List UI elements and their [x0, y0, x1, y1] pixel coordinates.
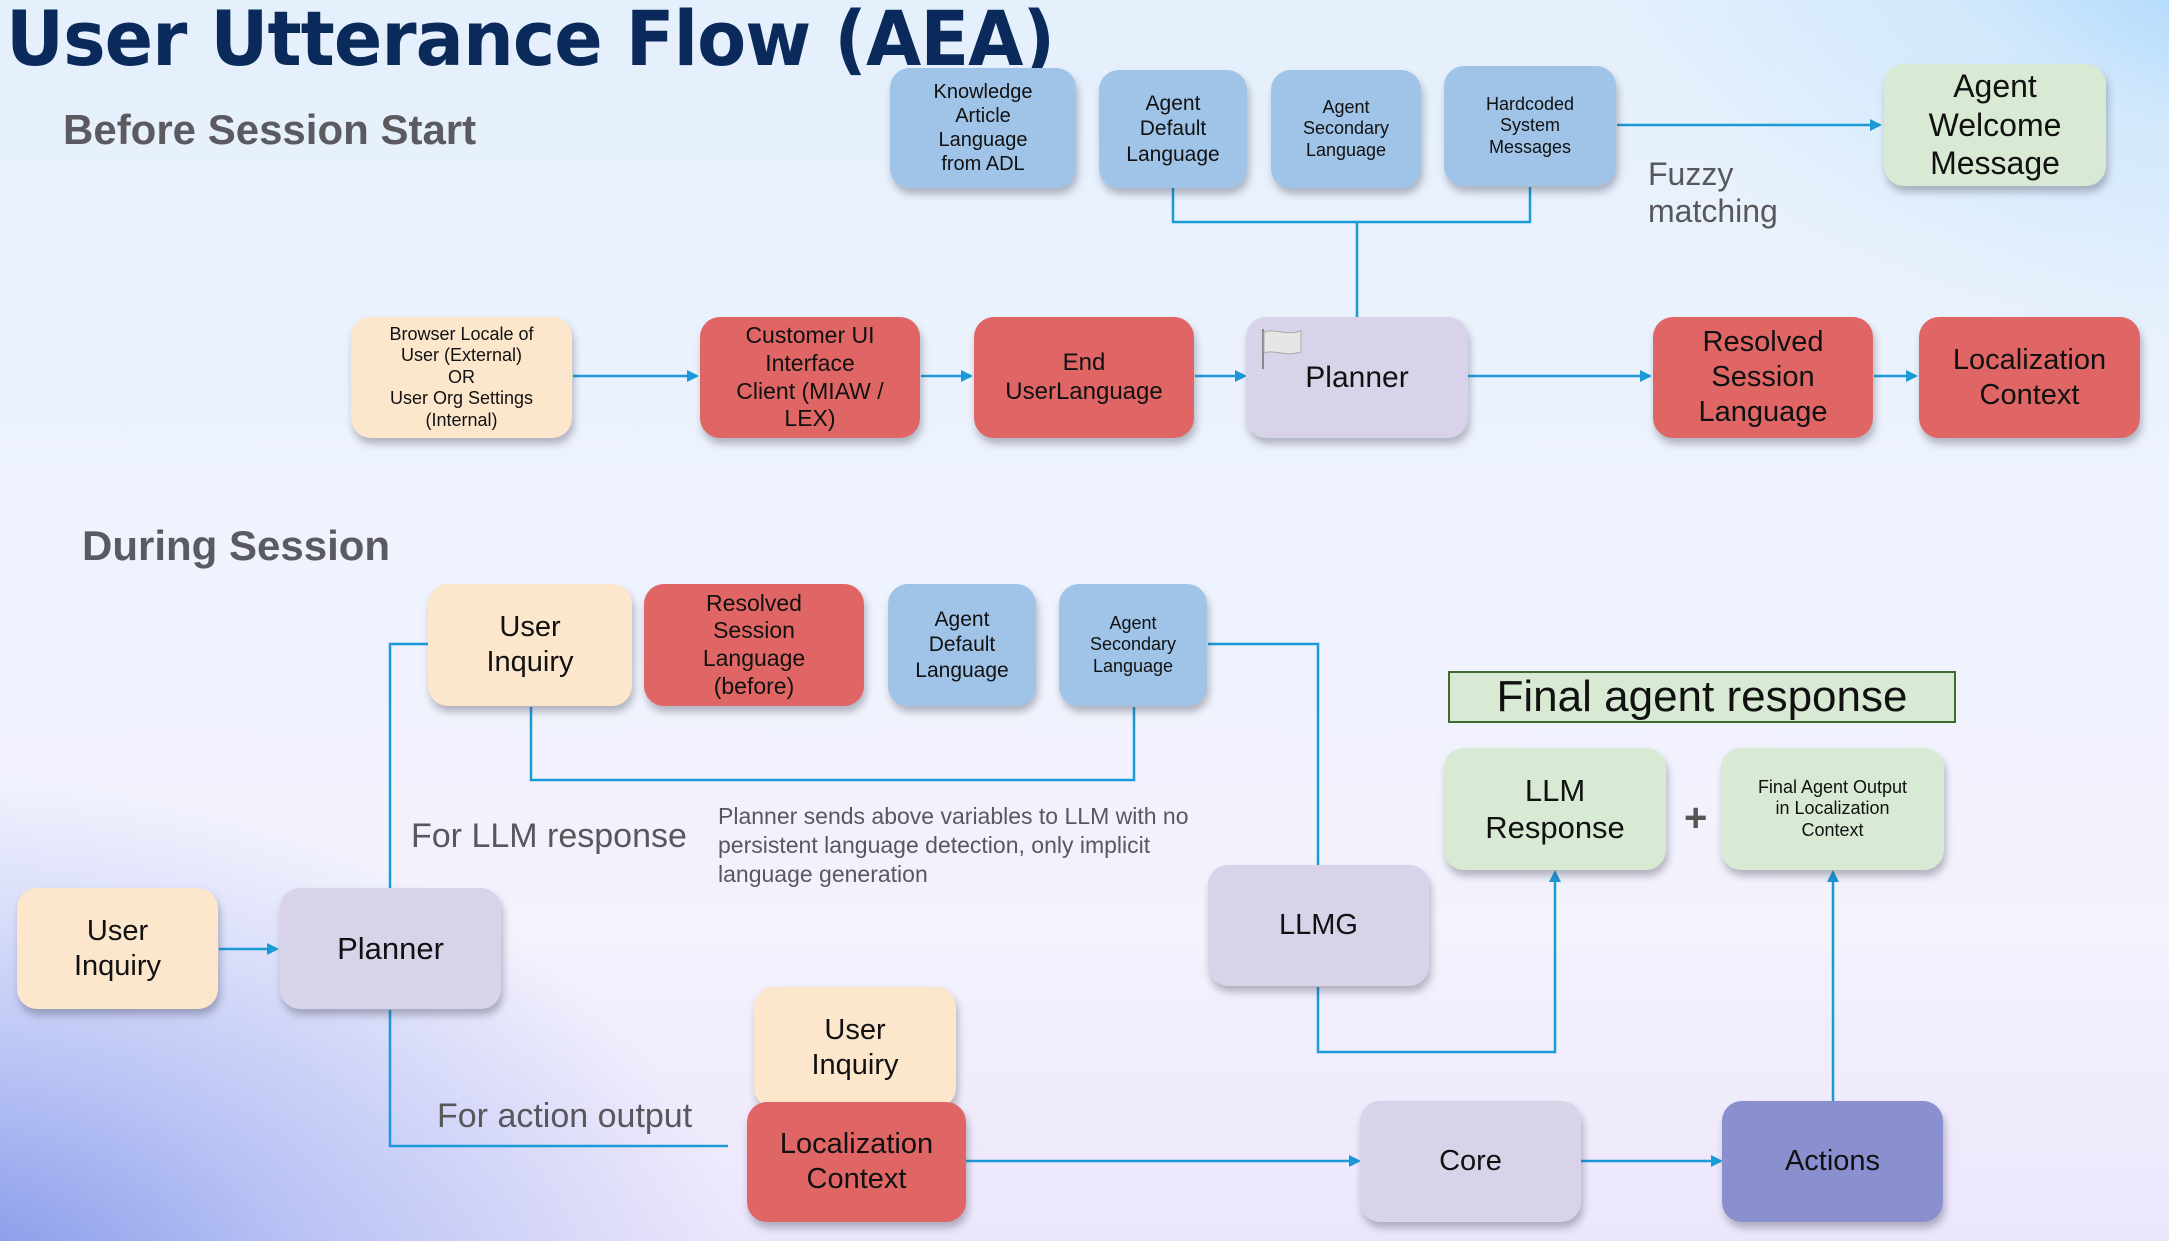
flag-icon — [1262, 329, 1302, 369]
section-before-session: Before Session Start — [63, 106, 477, 153]
node-resolved-session-language: Resolved Session Language — [1653, 317, 1873, 438]
connector-inquiry-secondary-bracket — [529, 707, 1136, 782]
node-core: Core — [1360, 1101, 1581, 1222]
node-user-inquiry-variables: User Inquiry — [428, 584, 632, 706]
node-end-user-language: End UserLanguage — [974, 317, 1194, 438]
node-resolved-session-language-before: Resolved Session Language (before) — [644, 584, 864, 706]
label-for-llm-response: For LLM response — [411, 817, 687, 855]
label-fuzzy-matching: Fuzzy matching — [1648, 156, 1778, 229]
connector-sources-bracket — [1171, 187, 1532, 224]
node-actions: Actions — [1722, 1101, 1943, 1222]
node-localization-context-action: Localization Context — [747, 1102, 966, 1222]
diagram-title: User Utterance Flow (AEA) — [6, 0, 1055, 83]
final-agent-response-banner: Final agent response — [1448, 671, 1956, 723]
node-user-inquiry-input: User Inquiry — [17, 888, 218, 1009]
node-agent-welcome-message: Agent Welcome Message — [1884, 64, 2106, 186]
node-planner-during: Planner — [280, 888, 501, 1009]
node-localization-context-before: Localization Context — [1919, 317, 2140, 438]
node-final-agent-output: Final Agent Output in Localization Conte… — [1721, 748, 1944, 870]
node-agent-secondary-language: Agent Secondary Language — [1271, 70, 1421, 188]
node-agent-secondary-language-during: Agent Secondary Language — [1059, 584, 1207, 706]
plus-icon: + — [1684, 796, 1708, 840]
node-llm-response: LLM Response — [1444, 748, 1666, 870]
connector-llmg-to-llm-response — [1316, 870, 1561, 1054]
node-customer-ui-client: Customer UI Interface Client (MIAW / LEX… — [700, 317, 920, 438]
node-agent-default-language: Agent Default Language — [1099, 70, 1247, 188]
node-llmg: LLMG — [1208, 865, 1429, 986]
llm-note: Planner sends above variables to LLM wit… — [718, 803, 1189, 887]
node-agent-default-language-during: Agent Default Language — [888, 584, 1036, 706]
label-for-action-output: For action output — [437, 1097, 693, 1135]
connector-secondary-to-llmg — [1208, 642, 1320, 865]
node-browser-locale: Browser Locale of User (External) OR Use… — [351, 317, 572, 438]
node-hardcoded-system-messages: Hardcoded System Messages — [1444, 66, 1616, 186]
section-during-session: During Session — [82, 522, 391, 569]
connector-planner-down-to-action — [388, 1010, 728, 1148]
node-knowledge-article-language: Knowledge Article Language from ADL — [890, 68, 1076, 188]
connector-planner-up-to-inquiry — [388, 642, 428, 888]
node-user-inquiry-action: User Inquiry — [754, 987, 956, 1108]
